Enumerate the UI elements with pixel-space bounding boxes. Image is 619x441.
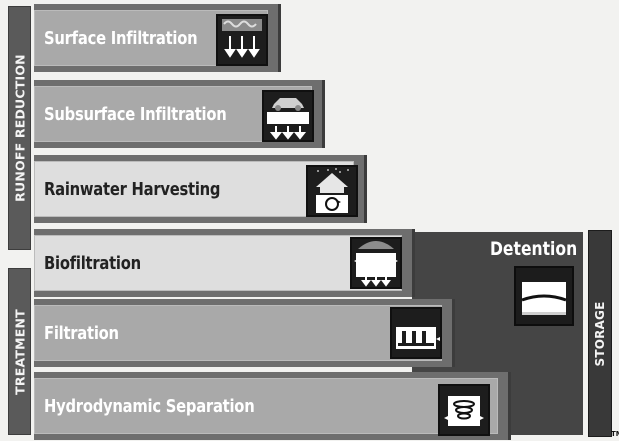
practice-label: Biofiltration [44, 252, 141, 274]
practice-label: Surface Infiltration [44, 27, 198, 49]
bar-filtration: Filtration [34, 299, 455, 367]
trademark-mark: TM [611, 430, 619, 438]
practice-label: Filtration [44, 322, 119, 344]
vortex-separator-icon [438, 384, 490, 436]
bar-surface-infiltration: Surface Infiltration [34, 4, 281, 72]
bar-hydrodynamic-separation: Hydrodynamic Separation [34, 372, 511, 440]
practice-label: Subsurface Infiltration [44, 103, 227, 125]
practice-label: Hydrodynamic Separation [44, 395, 255, 417]
storage-sidebar: STORAGE [588, 230, 612, 437]
bar-biofiltration: Biofiltration [34, 229, 415, 297]
runoff-reduction-sidebar: RUNOFF REDUCTION [8, 6, 31, 250]
bar-subsurface-infiltration: Subsurface Infiltration [34, 80, 325, 148]
house-rain-icon [306, 165, 358, 217]
storage-label: STORAGE [593, 300, 607, 367]
bar-rainwater-harvesting: Rainwater Harvesting [34, 155, 367, 223]
detention-tank-icon [514, 266, 574, 326]
runoff-reduction-label: RUNOFF REDUCTION [12, 54, 27, 202]
plant-filter-icon [350, 237, 402, 289]
infiltration-icon [216, 14, 268, 66]
treatment-label: TREATMENT [12, 308, 27, 395]
filter-chamber-icon [390, 307, 442, 359]
detention-label: Detention [490, 238, 578, 260]
car-subsurface-icon [262, 90, 314, 142]
practice-label: Rainwater Harvesting [44, 178, 221, 200]
treatment-sidebar: TREATMENT [8, 268, 31, 435]
